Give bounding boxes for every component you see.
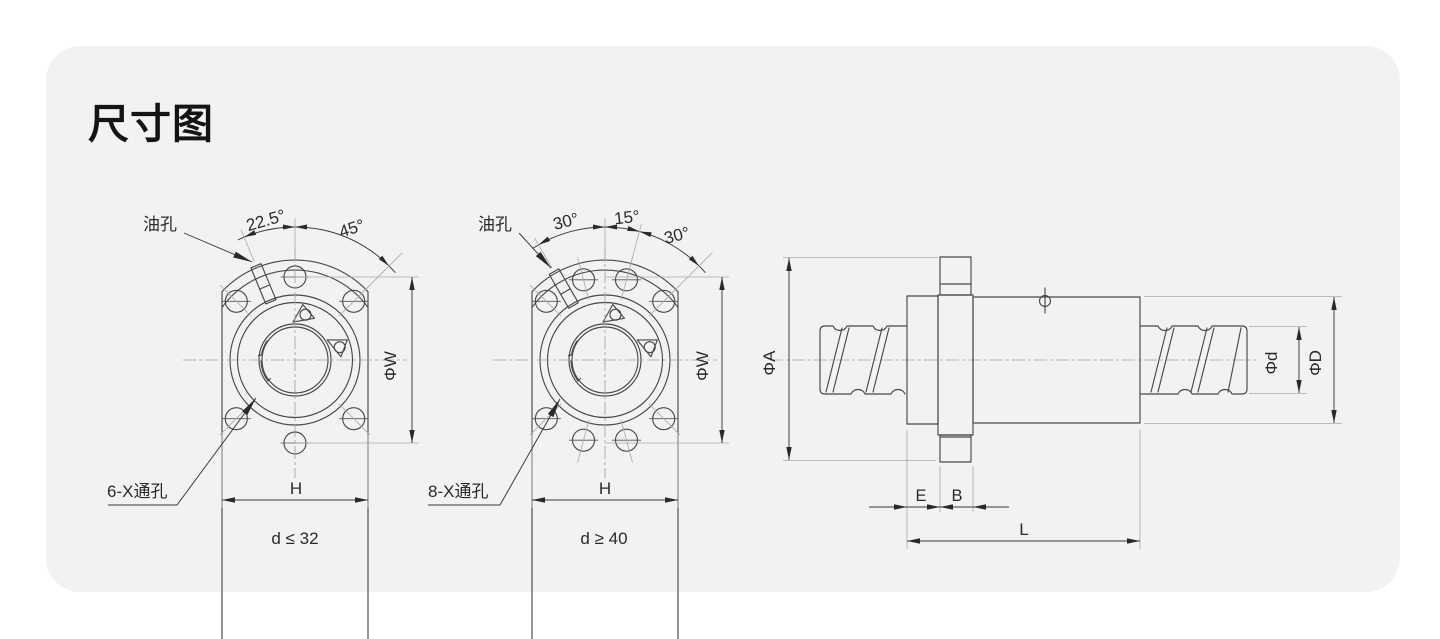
size-range-caption-1: d ≤ 32 [271,529,318,548]
angle-dim-label-45: 45° [337,216,367,242]
oil-hole-label-2: 油孔 [478,215,512,234]
size-range-caption-2: d ≥ 40 [580,529,627,548]
dim-label-phi-d-big: ΦD [1306,350,1325,376]
width-dim-label-1: H [290,479,302,498]
dim-label-b: B [951,487,962,505]
dim-label-e: E [915,487,926,505]
drawing-labels: 油孔 22.5° 45° ΦW H 6-X通孔 d ≤ 32 油孔 30° 15… [107,206,1325,548]
bolt-circle-dim-label-2: ΦW [693,351,712,381]
dimension-card: 尺寸图 [46,46,1400,592]
oil-hole-label: 油孔 [143,215,177,234]
dim-label-l: L [1019,520,1028,539]
side-view-ball-screw-nut [770,256,1342,549]
flange-view-6-holes [108,218,419,639]
bolt-circle-dim-label-1: ΦW [381,351,400,381]
through-holes-label-1: 6-X通孔 [107,482,167,501]
dim-label-phi-a: ΦA [760,350,779,376]
flange-view-8-holes [428,218,729,639]
angle-dim-label-15: 15° [613,207,641,229]
dim-label-phi-d-small: Φd [1262,351,1281,374]
angle-dim-label-30-right: 30° [662,223,692,248]
through-holes-label-2: 8-X通孔 [428,482,488,501]
width-dim-label-2: H [599,479,611,498]
angle-dim-label-22-5: 22.5° [244,206,288,235]
page-title: 尺寸图 [88,101,214,147]
